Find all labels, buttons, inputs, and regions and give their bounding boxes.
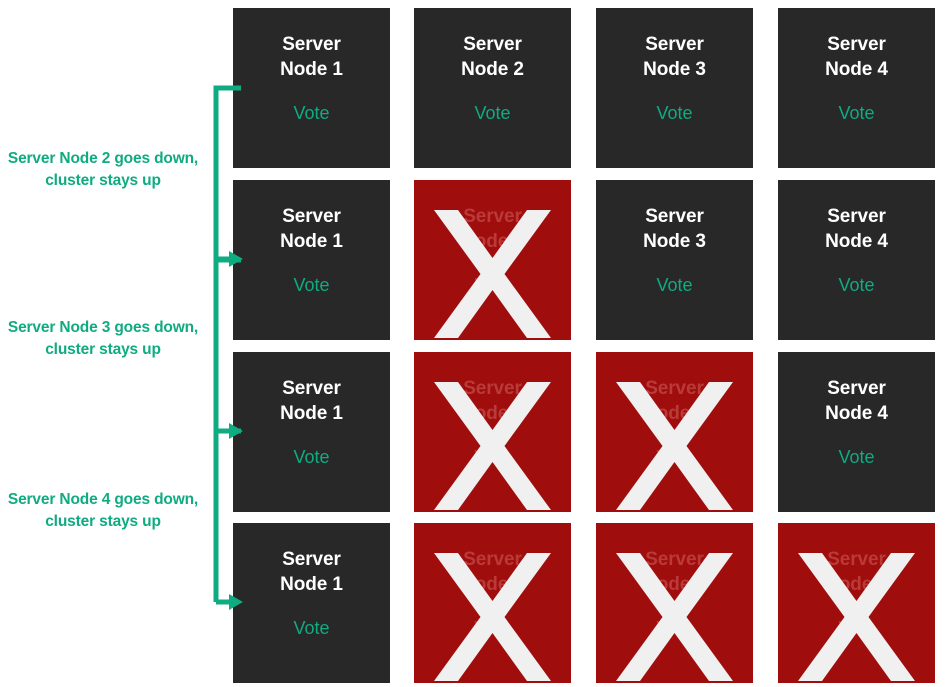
node-cell-r2c1[interactable]: Server Node 2 Vote: [414, 352, 571, 512]
node-cell-r2c3[interactable]: Server Node 4 Vote: [778, 352, 935, 512]
transition-label-0: Server Node 2 goes down, cluster stays u…: [7, 150, 199, 190]
node-cell-r1c3[interactable]: Server Node 4 Vote: [778, 180, 935, 340]
node-vote: Vote: [656, 103, 693, 124]
node-cell-r0c3[interactable]: Server Node 4 Vote: [778, 8, 935, 168]
node-title: Server Node 4: [825, 34, 888, 81]
node-cell-r0c1[interactable]: Server Node 2 Vote: [414, 8, 571, 168]
node-vote: Vote: [293, 103, 330, 124]
transition-label-1: Server Node 3 goes down, cluster stays u…: [7, 319, 199, 359]
node-cell-r1c1[interactable]: Server Node 2 Vote: [414, 180, 571, 340]
node-vote: Vote: [838, 618, 875, 639]
node-vote: Vote: [293, 275, 330, 296]
node-cell-r3c3[interactable]: Server Node 4 Vote: [778, 523, 935, 683]
node-cell-r0c0[interactable]: Server Node 1 Vote: [233, 8, 390, 168]
node-vote: Vote: [838, 447, 875, 468]
node-cell-r3c0[interactable]: Server Node 1 Vote: [233, 523, 390, 683]
node-title: Server Node 4: [825, 378, 888, 425]
node-cell-r0c2[interactable]: Server Node 3 Vote: [596, 8, 753, 168]
node-title: Server Node 1: [280, 206, 343, 253]
node-title: Server Node 3: [643, 34, 706, 81]
node-vote: Vote: [474, 275, 511, 296]
node-title: Server Node 3: [643, 549, 706, 596]
node-vote: Vote: [656, 447, 693, 468]
node-cell-r1c2[interactable]: Server Node 3 Vote: [596, 180, 753, 340]
node-vote: Vote: [474, 618, 511, 639]
node-cell-r3c1[interactable]: Server Node 2 Vote: [414, 523, 571, 683]
node-title: Server Node 2: [461, 206, 524, 253]
node-cell-r1c0[interactable]: Server Node 1 Vote: [233, 180, 390, 340]
node-title: Server Node 2: [461, 34, 524, 81]
node-title: Server Node 2: [461, 378, 524, 425]
node-vote: Vote: [293, 618, 330, 639]
node-title: Server Node 4: [825, 549, 888, 596]
node-title: Server Node 3: [643, 206, 706, 253]
transition-label-2: Server Node 4 goes down, cluster stays u…: [7, 491, 199, 531]
node-vote: Vote: [656, 618, 693, 639]
node-title: Server Node 4: [825, 206, 888, 253]
node-title: Server Node 1: [280, 34, 343, 81]
node-vote: Vote: [293, 447, 330, 468]
node-cell-r3c2[interactable]: Server Node 3 Vote: [596, 523, 753, 683]
node-title: Server Node 2: [461, 549, 524, 596]
node-vote: Vote: [838, 275, 875, 296]
node-title: Server Node 1: [280, 549, 343, 596]
node-title: Server Node 3: [643, 378, 706, 425]
node-vote: Vote: [656, 275, 693, 296]
node-vote: Vote: [474, 447, 511, 468]
node-cell-r2c2[interactable]: Server Node 3 Vote: [596, 352, 753, 512]
node-vote: Vote: [838, 103, 875, 124]
node-cell-r2c0[interactable]: Server Node 1 Vote: [233, 352, 390, 512]
node-vote: Vote: [474, 103, 511, 124]
node-title: Server Node 1: [280, 378, 343, 425]
